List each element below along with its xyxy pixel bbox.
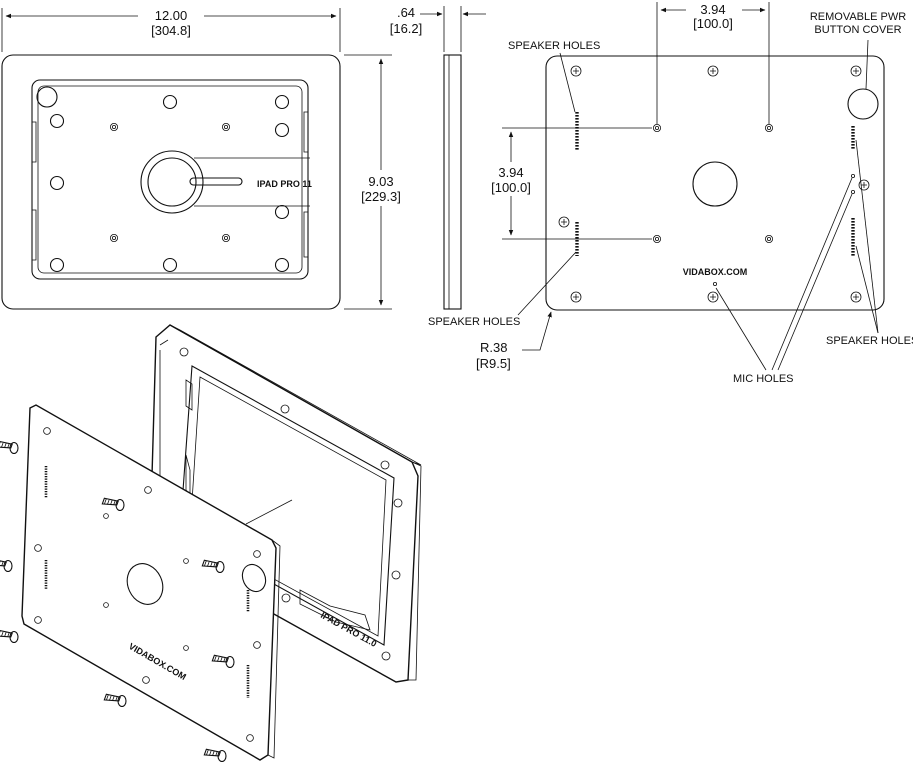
front-screen-opening [31, 79, 309, 280]
mic-hole [713, 281, 718, 286]
speaker-holes-top-label: SPEAKER HOLES [508, 40, 600, 52]
mic-holes-label: MIC HOLES [733, 373, 794, 385]
side-profile [443, 54, 462, 310]
enclosure-opening [179, 365, 395, 646]
radius-mm-label: [R9.5] [476, 356, 511, 371]
mic-hole [851, 173, 856, 178]
back-center-cutout [692, 161, 738, 207]
power-button-cover [847, 88, 879, 120]
callout-speaker-left: SPEAKER HOLES [428, 251, 577, 328]
back-plate-outline [545, 55, 885, 311]
vesa-vertical-dimension: 3.94 [100.0] [484, 127, 652, 240]
height-dimension: 9.03 [229.3] [344, 54, 412, 310]
pwr-cover-label-line1: REMOVABLE PWR [810, 11, 906, 23]
vesa-v-mm-label: [100.0] [491, 180, 531, 195]
width-mm-label: [304.8] [151, 23, 191, 38]
vesa-horizontal-dimension: 3.94 [100.0] [656, 2, 770, 124]
front-outer-frame [1, 54, 341, 310]
width-in-label: 12.00 [155, 8, 188, 23]
callout-speaker-right: SPEAKER HOLES [826, 139, 913, 347]
callout-radius: R.38 [R9.5] [476, 311, 552, 371]
radius-in-label: R.38 [480, 340, 507, 355]
front-view: IPAD PRO 11 [1, 54, 341, 310]
pwr-cover-label-line2: BUTTON COVER [814, 24, 901, 36]
back-view: VIDABOX.COM [545, 55, 885, 311]
isometric-back-plate: VIDABOX.COM [0, 404, 293, 764]
front-power-cutout [36, 86, 58, 108]
vesa-v-in-label: 3.94 [498, 165, 523, 180]
vesa-h-in-label: 3.94 [700, 2, 725, 17]
front-model-label: IPAD PRO 11 [257, 179, 312, 189]
height-in-label: 9.03 [368, 174, 393, 189]
front-center-cutout [140, 150, 204, 214]
thickness-mm-label: [16.2] [390, 21, 423, 36]
speaker-holes-right-label: SPEAKER HOLES [826, 335, 913, 347]
thickness-in-label: .64 [397, 5, 415, 20]
mic-hole [851, 189, 856, 194]
vesa-h-mm-label: [100.0] [693, 16, 733, 31]
back-brand-label: VIDABOX.COM [683, 267, 748, 277]
callout-speaker-top: SPEAKER HOLES [508, 40, 600, 113]
callout-mic: MIC HOLES [715, 177, 853, 385]
width-dimension: 12.00 [304.8] [1, 6, 341, 52]
speaker-holes-left-label: SPEAKER HOLES [428, 316, 520, 328]
callout-power-cover: REMOVABLE PWR BUTTON COVER [810, 11, 906, 90]
side-view: .64 [16.2] [390, 5, 486, 310]
height-mm-label: [229.3] [361, 189, 401, 204]
